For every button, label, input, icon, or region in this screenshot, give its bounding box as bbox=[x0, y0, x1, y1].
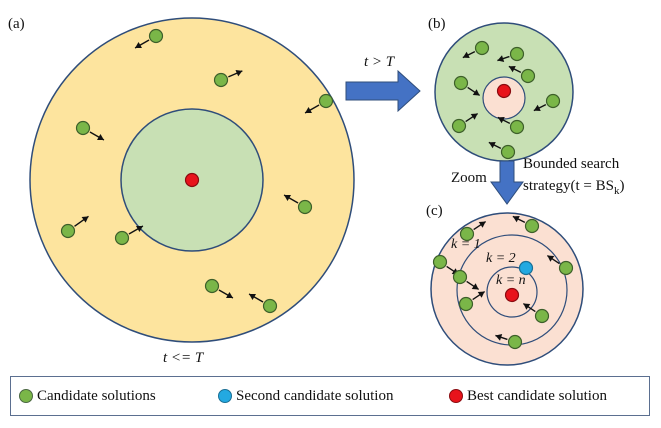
candidate-solution-dot bbox=[459, 226, 475, 242]
movement-arrow-head bbox=[523, 303, 531, 310]
movement-arrow-head bbox=[495, 334, 503, 341]
diagram-canvas: (a) t <= T (b) (c) k = 1 k = 2 k = n t >… bbox=[8, 16, 624, 366]
candidate-solution-dot bbox=[297, 199, 313, 215]
movement-arrow-head bbox=[97, 133, 104, 141]
movement-arrow-head bbox=[249, 293, 256, 301]
panel-a-label: (a) bbox=[8, 16, 25, 32]
movement-arrow-head bbox=[477, 291, 485, 298]
candidate-solution-dot bbox=[451, 118, 467, 134]
candidate-solution-dot bbox=[545, 93, 561, 109]
second-solution-dot bbox=[518, 260, 534, 276]
candidate-solution-dot bbox=[520, 68, 536, 84]
legend: Candidate solutions Second candidate sol… bbox=[10, 376, 650, 416]
candidate-solution-dot bbox=[458, 296, 474, 312]
panel-c-label: (c) bbox=[426, 203, 443, 219]
movement-arrow-head bbox=[533, 104, 541, 112]
ring-label-kn: k = n bbox=[496, 273, 526, 288]
candidate-solution-dot bbox=[558, 260, 574, 276]
best-solution-dot bbox=[504, 287, 520, 303]
legend-item-second: Second candidate solution bbox=[218, 377, 393, 415]
best-solution-dot bbox=[184, 172, 200, 188]
ring-label-k1: k = 1 bbox=[451, 237, 481, 252]
second-solution-icon bbox=[218, 389, 232, 403]
candidate-solution-dot bbox=[500, 144, 516, 160]
movement-arrow-head bbox=[478, 221, 486, 228]
candidate-solution-dot bbox=[213, 72, 229, 88]
candidate-solution-dot bbox=[524, 218, 540, 234]
strategy-label-line1: Bounded search bbox=[523, 156, 620, 172]
movement-arrow-head bbox=[305, 106, 312, 114]
movement-arrow-head bbox=[472, 89, 480, 96]
movement-arrow-head bbox=[470, 113, 478, 120]
candidate-solution-icon bbox=[19, 389, 33, 403]
best-solution-icon bbox=[449, 389, 463, 403]
panel-b-label: (b) bbox=[428, 16, 446, 32]
candidate-solution-dot bbox=[148, 28, 164, 44]
legend-label-best: Best candidate solution bbox=[467, 387, 607, 404]
legend-label-candidate: Candidate solutions bbox=[37, 387, 156, 404]
movement-arrow-head bbox=[135, 41, 142, 49]
candidate-solution-dot bbox=[509, 46, 525, 62]
movement-arrow-head bbox=[547, 255, 555, 262]
solution-markers bbox=[60, 28, 574, 350]
candidate-solution-dot bbox=[474, 40, 490, 56]
legend-label-second: Second candidate solution bbox=[236, 387, 394, 404]
candidate-solution-dot bbox=[534, 308, 550, 324]
movement-arrow-head bbox=[512, 215, 520, 223]
strategy-label-line2: strategy(t = BSk) bbox=[523, 178, 624, 197]
movement-arrow-head bbox=[488, 141, 496, 149]
movement-arrow-head bbox=[81, 216, 89, 223]
movement-arrow-head bbox=[471, 283, 479, 290]
legend-item-best: Best candidate solution bbox=[449, 377, 607, 415]
movement-arrow-head bbox=[235, 69, 243, 77]
legend-item-candidate: Candidate solutions bbox=[19, 377, 156, 415]
zoom-arrow bbox=[490, 160, 524, 205]
zoom-label: Zoom bbox=[451, 170, 487, 186]
candidate-solution-dot bbox=[432, 254, 448, 270]
movement-arrow-head bbox=[136, 225, 143, 233]
candidate-solution-dot bbox=[75, 120, 91, 136]
candidate-solution-dot bbox=[509, 119, 525, 135]
candidate-solution-dot bbox=[60, 223, 76, 239]
movement-arrow-head bbox=[284, 194, 291, 202]
transition-label: t > T bbox=[364, 54, 396, 70]
candidate-solution-dot bbox=[453, 75, 469, 91]
candidate-solution-dot bbox=[452, 269, 468, 285]
movement-arrow-head bbox=[226, 291, 233, 299]
movement-arrow-head bbox=[508, 65, 516, 73]
candidate-solution-dot bbox=[114, 230, 130, 246]
movement-arrow-head bbox=[497, 55, 505, 62]
panel-a-caption: t <= T bbox=[163, 350, 205, 366]
ring-label-k2: k = 2 bbox=[486, 251, 516, 266]
best-solution-dot bbox=[496, 83, 512, 99]
transition-arrow bbox=[345, 69, 421, 113]
candidate-solution-dot bbox=[507, 334, 523, 350]
candidate-solution-dot bbox=[262, 298, 278, 314]
movement-arrow-head bbox=[497, 116, 505, 124]
candidate-solution-dot bbox=[204, 278, 220, 294]
movement-arrow-head bbox=[462, 51, 470, 59]
candidate-solution-dot bbox=[318, 93, 334, 109]
